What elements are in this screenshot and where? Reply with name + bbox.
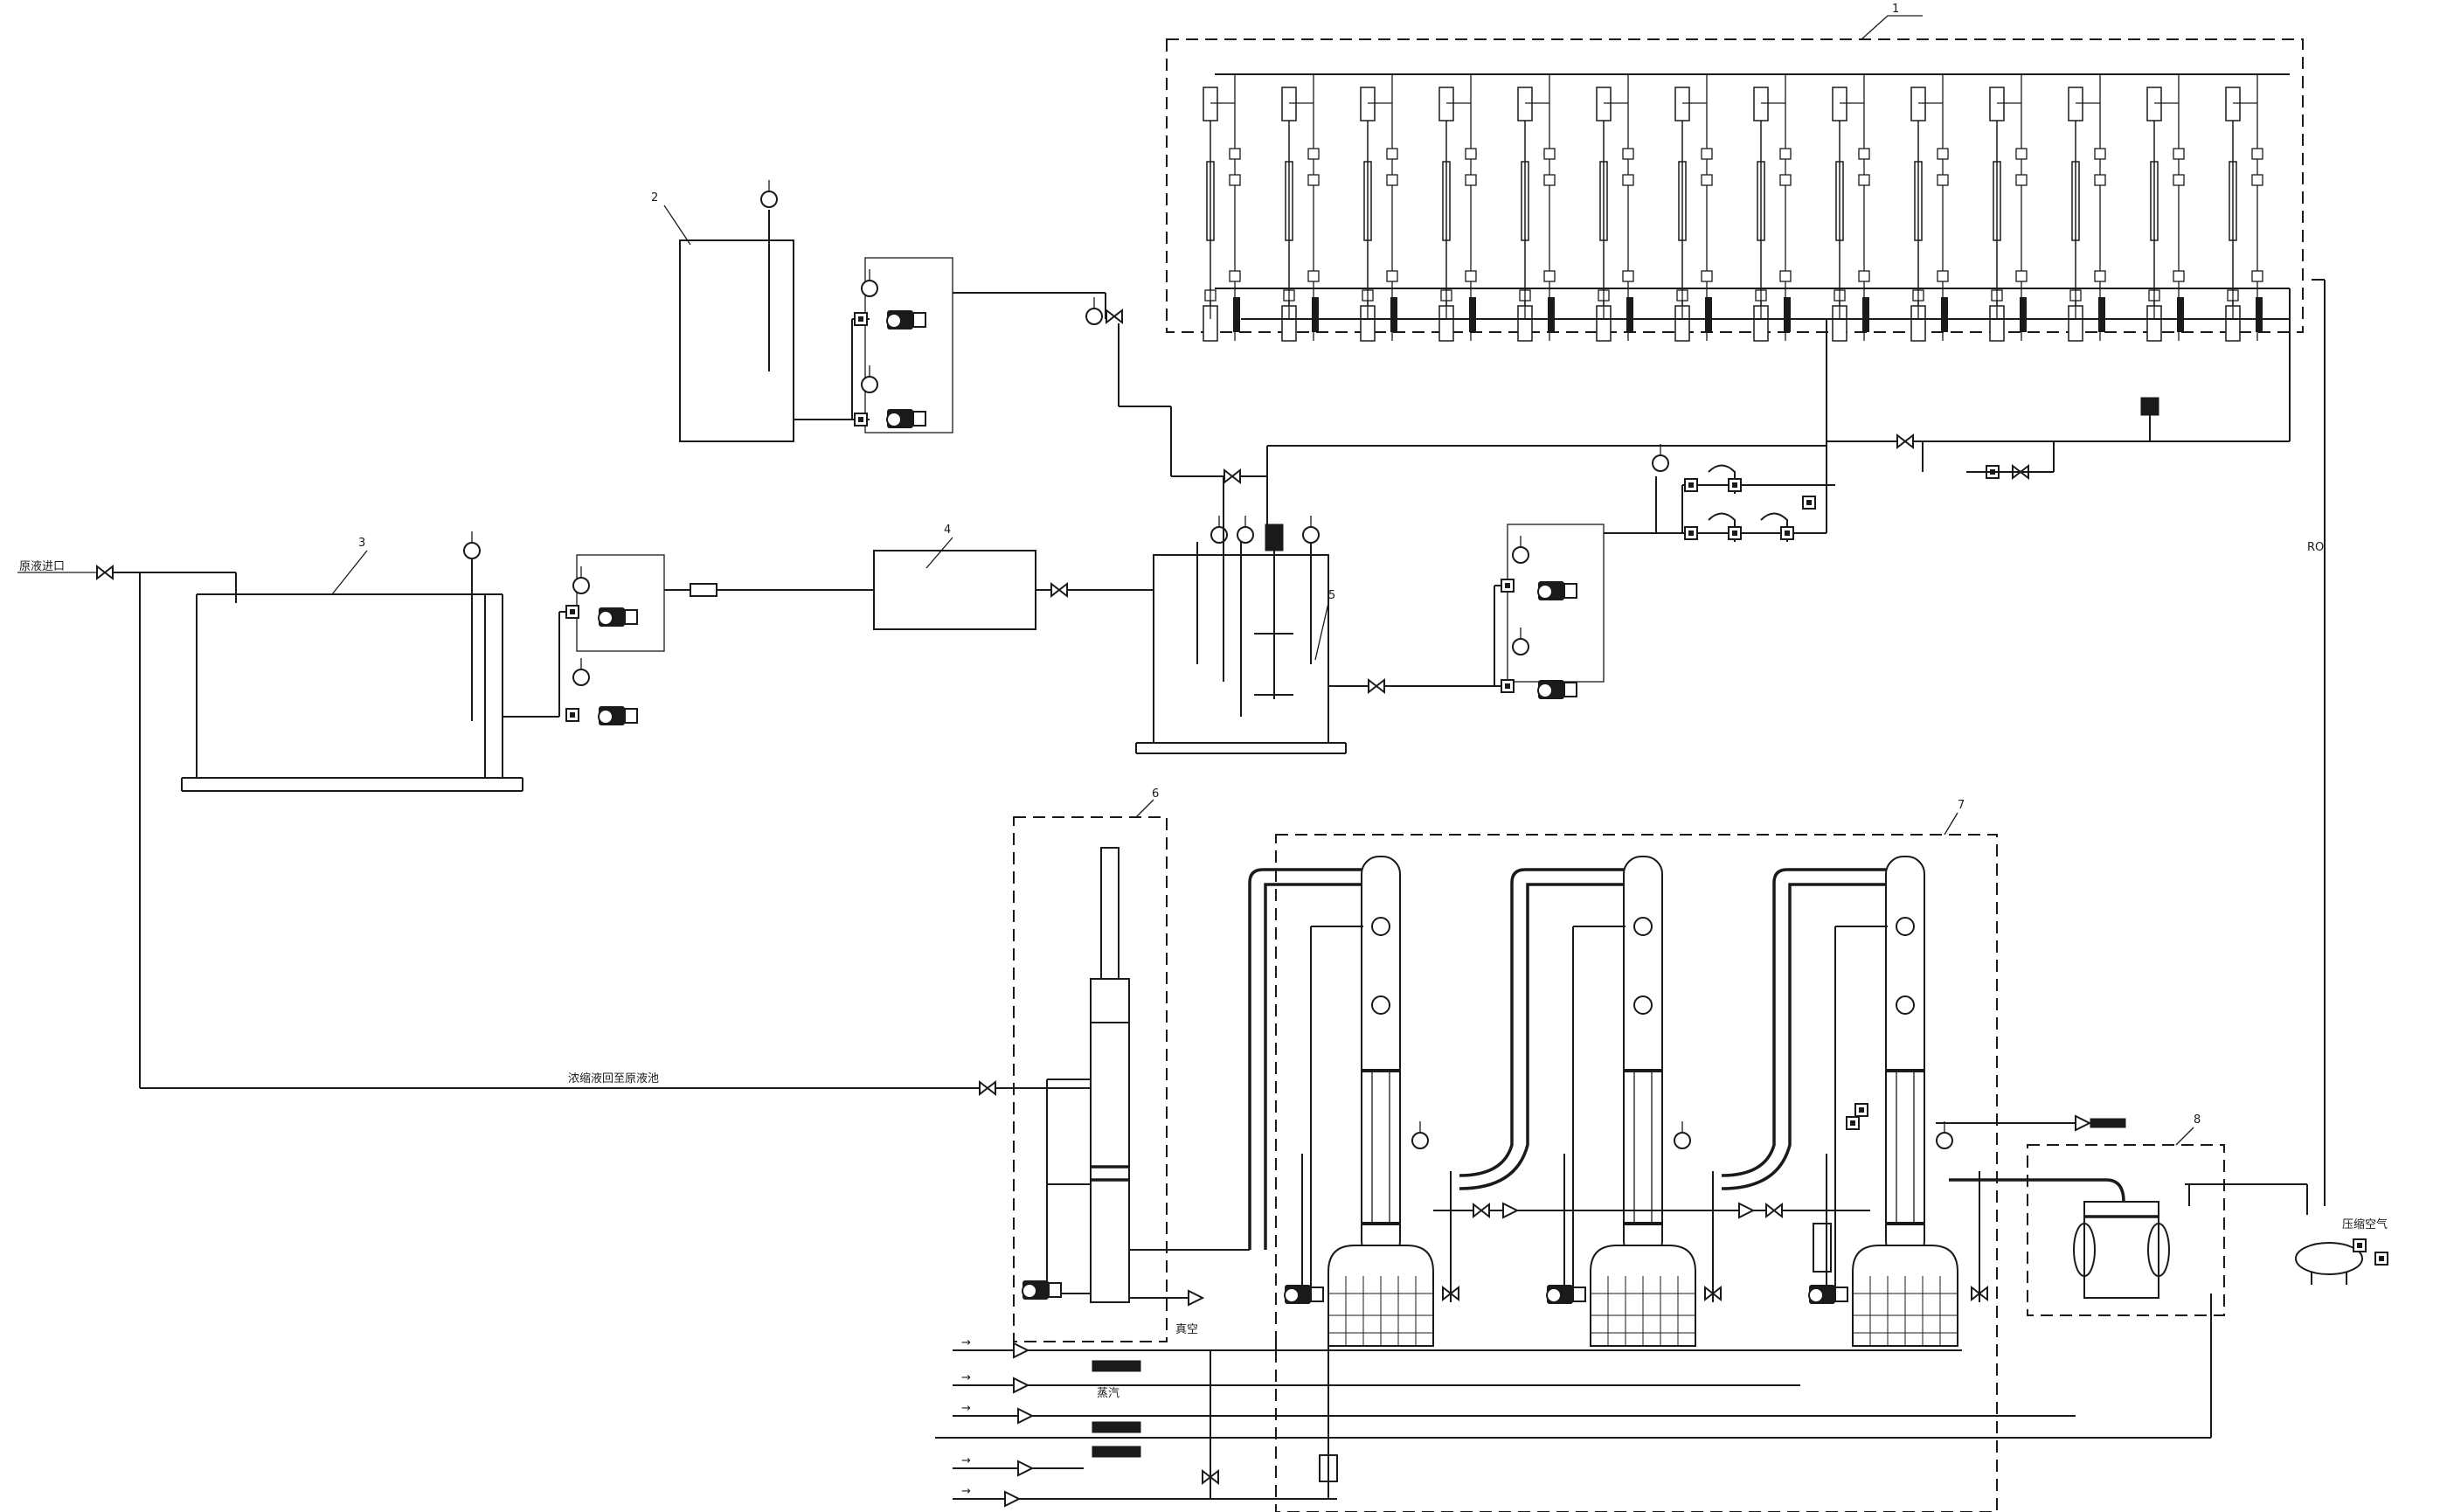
transfer-pump-group-1 bbox=[851, 257, 1106, 433]
pump-icon bbox=[886, 408, 926, 429]
steam-generator: 8 bbox=[935, 1113, 2308, 1439]
product-tank: 2 bbox=[651, 179, 852, 442]
membrane-module-4 bbox=[1438, 74, 1477, 342]
membrane-rack: 1 bbox=[1166, 3, 2304, 342]
raw-liquid-pool: 原液进口 3 bbox=[17, 531, 523, 1088]
svg-text:→: → bbox=[961, 1402, 971, 1415]
membrane-module-2 bbox=[1281, 74, 1320, 342]
gauge-icon bbox=[1936, 1120, 1953, 1149]
membrane-module-10 bbox=[1910, 74, 1949, 342]
valve-icon bbox=[1368, 679, 1385, 693]
membrane-module-11 bbox=[1989, 74, 2028, 342]
membrane-module-5 bbox=[1517, 74, 1556, 342]
air-compressor: 压缩空气 bbox=[2295, 1217, 2388, 1285]
flow-meter-icon bbox=[1085, 296, 1103, 325]
svg-text:7: 7 bbox=[1958, 799, 1965, 812]
permeate-line: RO bbox=[1827, 279, 2326, 1206]
pump-icon bbox=[1546, 1284, 1586, 1305]
valve-icon bbox=[1473, 1203, 1490, 1217]
svg-text:8: 8 bbox=[2194, 1113, 2201, 1127]
evaporator-effect-3 bbox=[1851, 855, 1959, 1348]
pressure-gauge-icon bbox=[861, 364, 878, 393]
gauge-icon bbox=[1411, 1120, 1429, 1149]
gauge-icon bbox=[1674, 1120, 1691, 1149]
svg-text:→: → bbox=[961, 1454, 971, 1467]
svg-text:→: → bbox=[961, 1371, 971, 1384]
inlet-label: 原液进口 bbox=[19, 560, 65, 573]
valve-icon bbox=[1106, 309, 1123, 323]
air-label: 压缩空气 bbox=[2342, 1217, 2388, 1231]
membrane-module-8 bbox=[1753, 74, 1792, 342]
membrane-module-6 bbox=[1596, 74, 1634, 342]
membrane-module-14 bbox=[2225, 74, 2263, 342]
valve-icon bbox=[1896, 434, 1914, 448]
return-label: 浓缩液回至原液池 bbox=[568, 1072, 659, 1085]
pressure-gauge-icon bbox=[1512, 627, 1529, 655]
steam-label: 蒸汽 bbox=[1097, 1387, 1120, 1400]
valve-icon bbox=[1224, 469, 1241, 483]
valve-icon bbox=[979, 1081, 996, 1095]
membrane-module-9 bbox=[1832, 74, 1870, 342]
vacuum-label: 真空 bbox=[1175, 1323, 1198, 1336]
inlet-valve-icon bbox=[96, 565, 114, 579]
membrane-module-3 bbox=[1360, 74, 1398, 342]
pressure-gauge-icon bbox=[1512, 535, 1529, 564]
level-gauge-icon bbox=[463, 531, 481, 559]
pressure-gauge-icon bbox=[861, 268, 878, 297]
membrane-module-7 bbox=[1674, 74, 1713, 342]
pump-icon bbox=[1808, 1284, 1848, 1305]
pump-icon bbox=[598, 705, 638, 726]
condenser-unit: 6 浓缩液回至原液池 真空 bbox=[140, 787, 1250, 1342]
evaporator-effect-2 bbox=[1589, 855, 1697, 1348]
membrane-module-13 bbox=[2146, 74, 2185, 342]
feed-pump-group bbox=[503, 554, 874, 726]
pressure-gauge-icon bbox=[572, 657, 590, 686]
pretreatment-unit: 4 bbox=[873, 524, 1154, 630]
pump-icon bbox=[1537, 580, 1577, 601]
evaporator-unit: 7 bbox=[1248, 799, 2126, 1512]
pressure-gauge-icon bbox=[572, 565, 590, 594]
level-gauge-icon bbox=[760, 179, 778, 208]
valve-icon bbox=[1765, 1203, 1783, 1217]
svg-text:5: 5 bbox=[1328, 589, 1335, 602]
svg-text:2: 2 bbox=[651, 191, 658, 205]
mixing-tank: 5 bbox=[1135, 445, 1827, 754]
svg-text:→: → bbox=[961, 1485, 971, 1498]
gauge-icon bbox=[1302, 515, 1320, 544]
membrane-module-12 bbox=[2068, 74, 2106, 342]
svg-text:3: 3 bbox=[358, 537, 365, 550]
valve-icon bbox=[1050, 583, 1068, 597]
gauge-icon bbox=[1237, 515, 1254, 544]
gauge-icon bbox=[1210, 515, 1228, 544]
svg-text:4: 4 bbox=[944, 524, 951, 537]
cartridge-filter-group bbox=[1652, 319, 1835, 542]
svg-text:→: → bbox=[961, 1336, 971, 1349]
high-pressure-pump-group bbox=[1494, 524, 1656, 700]
membrane-module-1 bbox=[1203, 74, 1241, 342]
pump-icon bbox=[1284, 1284, 1324, 1305]
svg-text:1: 1 bbox=[1892, 3, 1899, 16]
pump-icon bbox=[1022, 1280, 1062, 1300]
pump-icon bbox=[886, 309, 926, 330]
svg-text:RO: RO bbox=[2307, 541, 2324, 554]
pump-icon bbox=[1537, 679, 1577, 700]
utility-lines: → → → → → 蒸汽 bbox=[953, 1336, 2076, 1507]
evaporator-effect-1 bbox=[1327, 855, 1435, 1348]
pump-icon bbox=[598, 607, 638, 628]
svg-text:6: 6 bbox=[1152, 787, 1159, 801]
pressure-gauge-icon bbox=[1652, 443, 1669, 472]
